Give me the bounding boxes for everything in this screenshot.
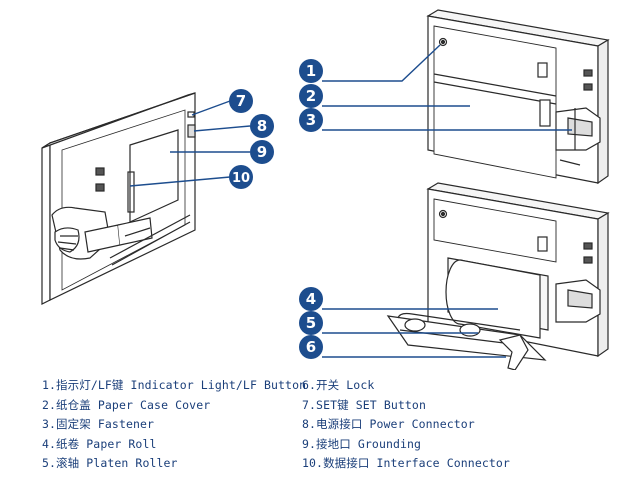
svg-text:6: 6 (306, 338, 316, 356)
callout-badge-1: 1 (299, 59, 323, 83)
callout-badge-2: 2 (299, 84, 323, 108)
legend-item-10: 10.数据接口 Interface Connector (302, 456, 510, 471)
printer-front-closed (426, 9, 610, 185)
svg-text:4: 4 (306, 290, 316, 308)
callout-lines (129, 44, 572, 358)
svg-text:1: 1 (306, 62, 316, 80)
svg-text:5: 5 (306, 314, 316, 332)
legend-item-7: 7.SET键 SET Button (302, 397, 426, 412)
svg-text:10: 10 (232, 171, 250, 186)
legend-item-4: 4.纸卷 Paper Roll (42, 436, 157, 451)
callout-badge-8: 8 (250, 114, 274, 138)
legend-item-1: 1.指示灯/LF键 Indicator Light/LF Button (42, 378, 307, 392)
legend-item-9: 9.接地口 Grounding (302, 436, 422, 451)
legend-item-6: 6.开关 Lock (302, 378, 375, 392)
legend-item-2: 2.纸仓盖 Paper Case Cover (42, 397, 211, 412)
svg-text:8: 8 (257, 117, 267, 135)
svg-text:2: 2 (306, 87, 316, 105)
printer-front-open (386, 182, 610, 370)
callout-badge-5: 5 (299, 311, 323, 335)
callout-line-1 (322, 44, 441, 82)
svg-text:9: 9 (257, 143, 267, 161)
callout-badge-7: 7 (229, 89, 253, 113)
callout-badge-9: 9 (250, 140, 274, 164)
callout-line-8 (193, 125, 251, 132)
legend-left-column: 1.指示灯/LF键 Indicator Light/LF Button 2.纸仓… (42, 376, 306, 474)
callout-line-10 (129, 176, 231, 187)
svg-text:3: 3 (306, 111, 316, 129)
callout-badge-10: 10 (229, 165, 253, 189)
legend-item-3: 3.固定架 Fastener (42, 417, 155, 432)
legend-right-column: 6.开关 Lock 7.SET键 SET Button 8.电源接口 Power… (302, 376, 510, 474)
legend-item-5: 5.滚轴 Platen Roller (42, 456, 178, 471)
printer-side-view (41, 92, 196, 305)
legend-item-8: 8.电源接口 Power Connector (302, 417, 475, 432)
printer-diagram: 1 2 3 4 5 6 7 8 9 10 (41, 9, 610, 370)
callout-badges: 1 2 3 4 5 6 7 8 9 10 (229, 59, 323, 359)
callout-badge-6: 6 (299, 335, 323, 359)
callout-badge-3: 3 (299, 108, 323, 132)
callout-badge-4: 4 (299, 287, 323, 311)
svg-text:7: 7 (236, 92, 246, 110)
callout-line-7 (191, 100, 231, 116)
